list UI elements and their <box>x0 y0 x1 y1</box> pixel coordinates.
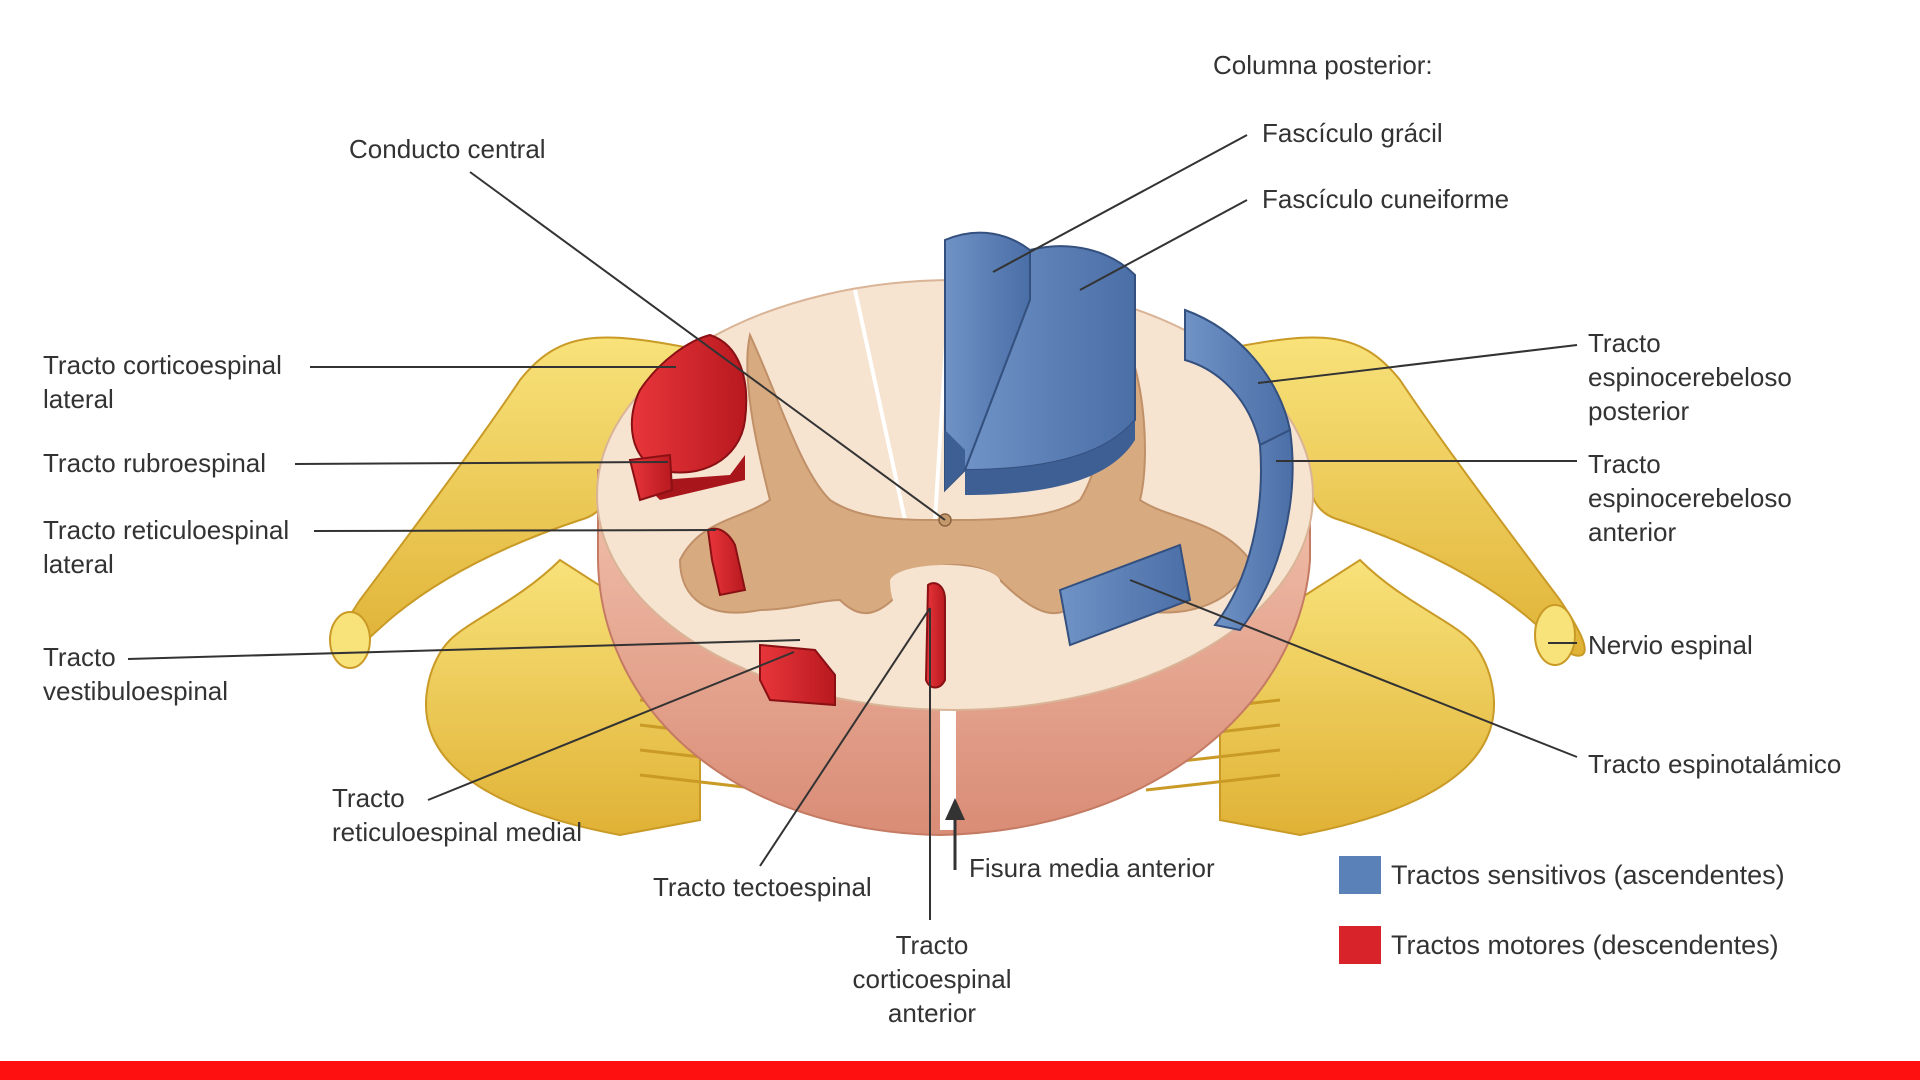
leader-espinotalamico <box>1129 579 1578 758</box>
label-tectoespinal: Tracto tectoespinal <box>653 872 872 902</box>
rubroespinal-shape <box>628 453 674 502</box>
legend-motores-label: Tractos motores (descendentes) <box>1391 929 1779 960</box>
label-columna-posterior: Columna posterior: <box>1213 50 1433 80</box>
legend-sensitivos-label: Tractos sensitivos (ascendentes) <box>1391 859 1785 890</box>
label-nervio-espinal: Nervio espinal <box>1588 630 1753 660</box>
legend-motores: Tractos motores (descendentes) <box>1339 926 1779 964</box>
leader-fasciculo-cuneiforme <box>1079 199 1248 291</box>
legend-sensitivos: Tractos sensitivos (ascendentes) <box>1339 856 1785 894</box>
espinotalamico-shape <box>1058 543 1192 647</box>
leader-tectoespinal <box>759 607 931 867</box>
label-espinotalamico: Tracto espinotalámico <box>1588 749 1842 779</box>
fasciculo-cuneiforme-shape <box>963 245 1136 495</box>
vestibuloespinal-shape <box>759 643 836 707</box>
leader-reticuloespinal-medial <box>427 651 795 801</box>
label-conducto-central: Conducto central <box>349 134 546 164</box>
legend-swatch-blue <box>1339 856 1381 894</box>
reticuloespinal-lateral-shape <box>706 527 747 597</box>
fasciculo-gracil-shape <box>944 231 1031 493</box>
left-nerve-cut-end <box>329 611 371 669</box>
label-reticuloespinal-lateral: Tracto reticuloespinal lateral <box>43 515 290 579</box>
leader-lines <box>127 134 1578 920</box>
label-fasciculo-cuneiforme: Fascículo cuneiforme <box>1262 184 1510 214</box>
leader-espinocerebeloso-posterior <box>1257 344 1578 384</box>
anterior-fissure <box>940 680 956 830</box>
label-corticoespinal-lateral: Tracto corticoespinal lateral <box>43 350 282 414</box>
leader-rubroespinal <box>294 461 669 465</box>
label-vestibuloespinal: Tracto vestibuloespinal <box>43 642 229 706</box>
legend-swatch-red <box>1339 926 1381 964</box>
bottom-red-bar <box>0 1061 1920 1080</box>
leader-reticuloespinal-lateral <box>313 529 717 532</box>
label-reticuloespinal-medial: Tracto reticuloespinal medial <box>332 783 583 847</box>
label-espinocerebeloso-posterior: Tracto espinocerebeloso posterior <box>1588 328 1792 426</box>
fisura-arrow <box>945 798 965 870</box>
espinocerebeloso-anterior-shape <box>1213 428 1294 632</box>
label-corticoespinal-anterior: Tracto corticoespinal anterior <box>852 930 1012 1028</box>
leader-fasciculo-gracil <box>992 134 1248 273</box>
label-espinocerebeloso-anterior: Tracto espinocerebeloso anterior <box>1588 449 1792 547</box>
leader-vestibuloespinal <box>127 639 801 660</box>
corticoespinal-anterior-shape <box>924 582 946 689</box>
label-fasciculo-gracil: Fascículo grácil <box>1262 118 1443 148</box>
label-fisura-media-anterior: Fisura media anterior <box>969 853 1215 883</box>
leader-conducto-central <box>469 171 946 521</box>
label-rubroespinal: Tracto rubroespinal <box>43 448 267 478</box>
